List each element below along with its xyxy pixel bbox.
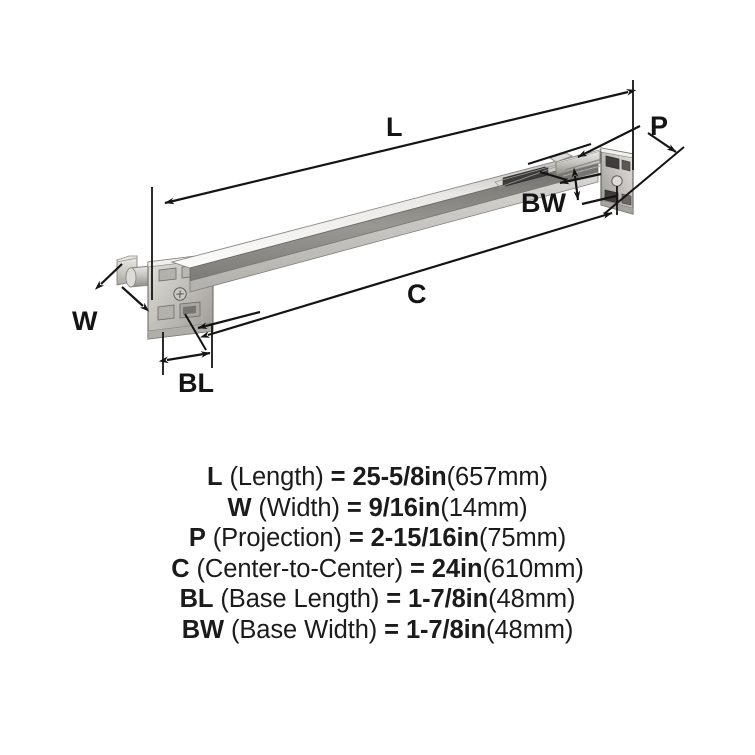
spec-name-width: (Width) bbox=[251, 493, 347, 522]
spec-abbr-width: W bbox=[227, 493, 252, 522]
diagram-area: L C W BL bbox=[72, 80, 685, 398]
dimension-projection: P bbox=[527, 111, 685, 215]
spec-name-length: (Length) bbox=[222, 463, 331, 491]
spec-abbr-base-length: BL bbox=[179, 585, 214, 613]
spec-row-projection: P (Projection) = 2-15/16in(75mm) bbox=[0, 523, 755, 554]
width-label: W bbox=[72, 306, 98, 336]
dimension-base-width: BW bbox=[521, 167, 617, 218]
specification-list: L (Length) = 25-5/8in(657mm) W (Width) =… bbox=[0, 462, 755, 645]
spec-value-base-width: = 1-7/8in bbox=[384, 615, 487, 644]
spec-value-base-length: = 1-7/8in bbox=[386, 585, 489, 613]
base-width-label: BW bbox=[521, 188, 566, 218]
dimension-length: L bbox=[151, 80, 637, 276]
bw-leader-line-lower bbox=[581, 194, 617, 206]
projection-arrow-lower bbox=[647, 132, 677, 153]
spec-row-width: W (Width) = 9/16in(14mm) bbox=[0, 493, 755, 524]
spec-metric-base-width: (48mm) bbox=[486, 615, 574, 644]
spec-value-center-to-center: = 24in bbox=[410, 554, 483, 583]
spec-abbr-center-to-center: C bbox=[171, 554, 190, 583]
right-plate-screw bbox=[611, 175, 623, 187]
length-dimension-arrow bbox=[164, 89, 637, 205]
towel-bar-illustration: L C W BL bbox=[72, 80, 685, 398]
projection-leader-upper bbox=[527, 143, 592, 165]
dimension-center-to-center: C bbox=[151, 186, 618, 338]
left-post-end bbox=[125, 267, 137, 288]
spec-value-projection: = 2-15/16in bbox=[348, 524, 479, 552]
spec-metric-base-length: (48mm) bbox=[488, 585, 576, 613]
spec-name-base-length: (Base Length) bbox=[213, 585, 387, 613]
dimension-width: W bbox=[72, 263, 150, 336]
spec-row-center-to-center: C (Center-to-Center) = 24in(610mm) bbox=[0, 554, 755, 585]
spec-abbr-base-width: BW bbox=[181, 615, 225, 644]
width-arrow-upper bbox=[94, 263, 123, 290]
spec-abbr-length: L bbox=[207, 463, 223, 491]
left-plate-slot-lower-left bbox=[157, 304, 175, 321]
bl-leader-arrow bbox=[197, 310, 261, 330]
length-label: L bbox=[386, 112, 403, 142]
spec-name-projection: (Projection) bbox=[205, 524, 349, 552]
dimension-base-length: BL bbox=[158, 310, 261, 398]
bl-dimension-arrow bbox=[158, 351, 211, 364]
left-endcap-top bbox=[116, 255, 138, 263]
spec-name-center-to-center: (Center-to-Center) bbox=[189, 554, 411, 583]
right-plate-slot-upper-right bbox=[621, 159, 631, 172]
ctc-dimension-arrow bbox=[199, 211, 613, 338]
projection-leader-lower bbox=[603, 146, 685, 215]
spec-value-width: = 9/16in bbox=[346, 493, 441, 522]
spec-abbr-projection: P bbox=[188, 524, 206, 552]
spec-value-length: = 25-5/8in bbox=[330, 463, 447, 491]
bl-leader-line bbox=[184, 313, 207, 351]
towel-bar bbox=[170, 154, 600, 293]
left-plate-slot-upper-left bbox=[158, 267, 177, 282]
spec-row-base-width: BW (Base Width) = 1-7/8in(48mm) bbox=[0, 615, 755, 646]
spec-row-base-length: BL (Base Length) = 1-7/8in(48mm) bbox=[0, 584, 755, 615]
spec-metric-center-to-center: (610mm) bbox=[482, 554, 584, 583]
spec-metric-width: (14mm) bbox=[440, 493, 528, 522]
base-length-label: BL bbox=[178, 368, 214, 398]
bw-leader-arrow-upper bbox=[559, 172, 602, 185]
left-screw-cross bbox=[176, 290, 184, 299]
spec-metric-length: (657mm) bbox=[446, 463, 548, 491]
spec-row-length: L (Length) = 25-5/8in(657mm) bbox=[0, 462, 755, 493]
bw-leader-line bbox=[539, 171, 568, 181]
center-to-center-label: C bbox=[407, 279, 427, 309]
projection-label: P bbox=[650, 111, 668, 141]
spec-metric-projection: (75mm) bbox=[478, 524, 567, 552]
projection-arrow-upper bbox=[577, 125, 641, 158]
spec-name-base-width: (Base Width) bbox=[224, 615, 385, 644]
left-plate-slot-lower-shadow bbox=[183, 305, 196, 315]
width-arrow-lower bbox=[121, 286, 150, 312]
